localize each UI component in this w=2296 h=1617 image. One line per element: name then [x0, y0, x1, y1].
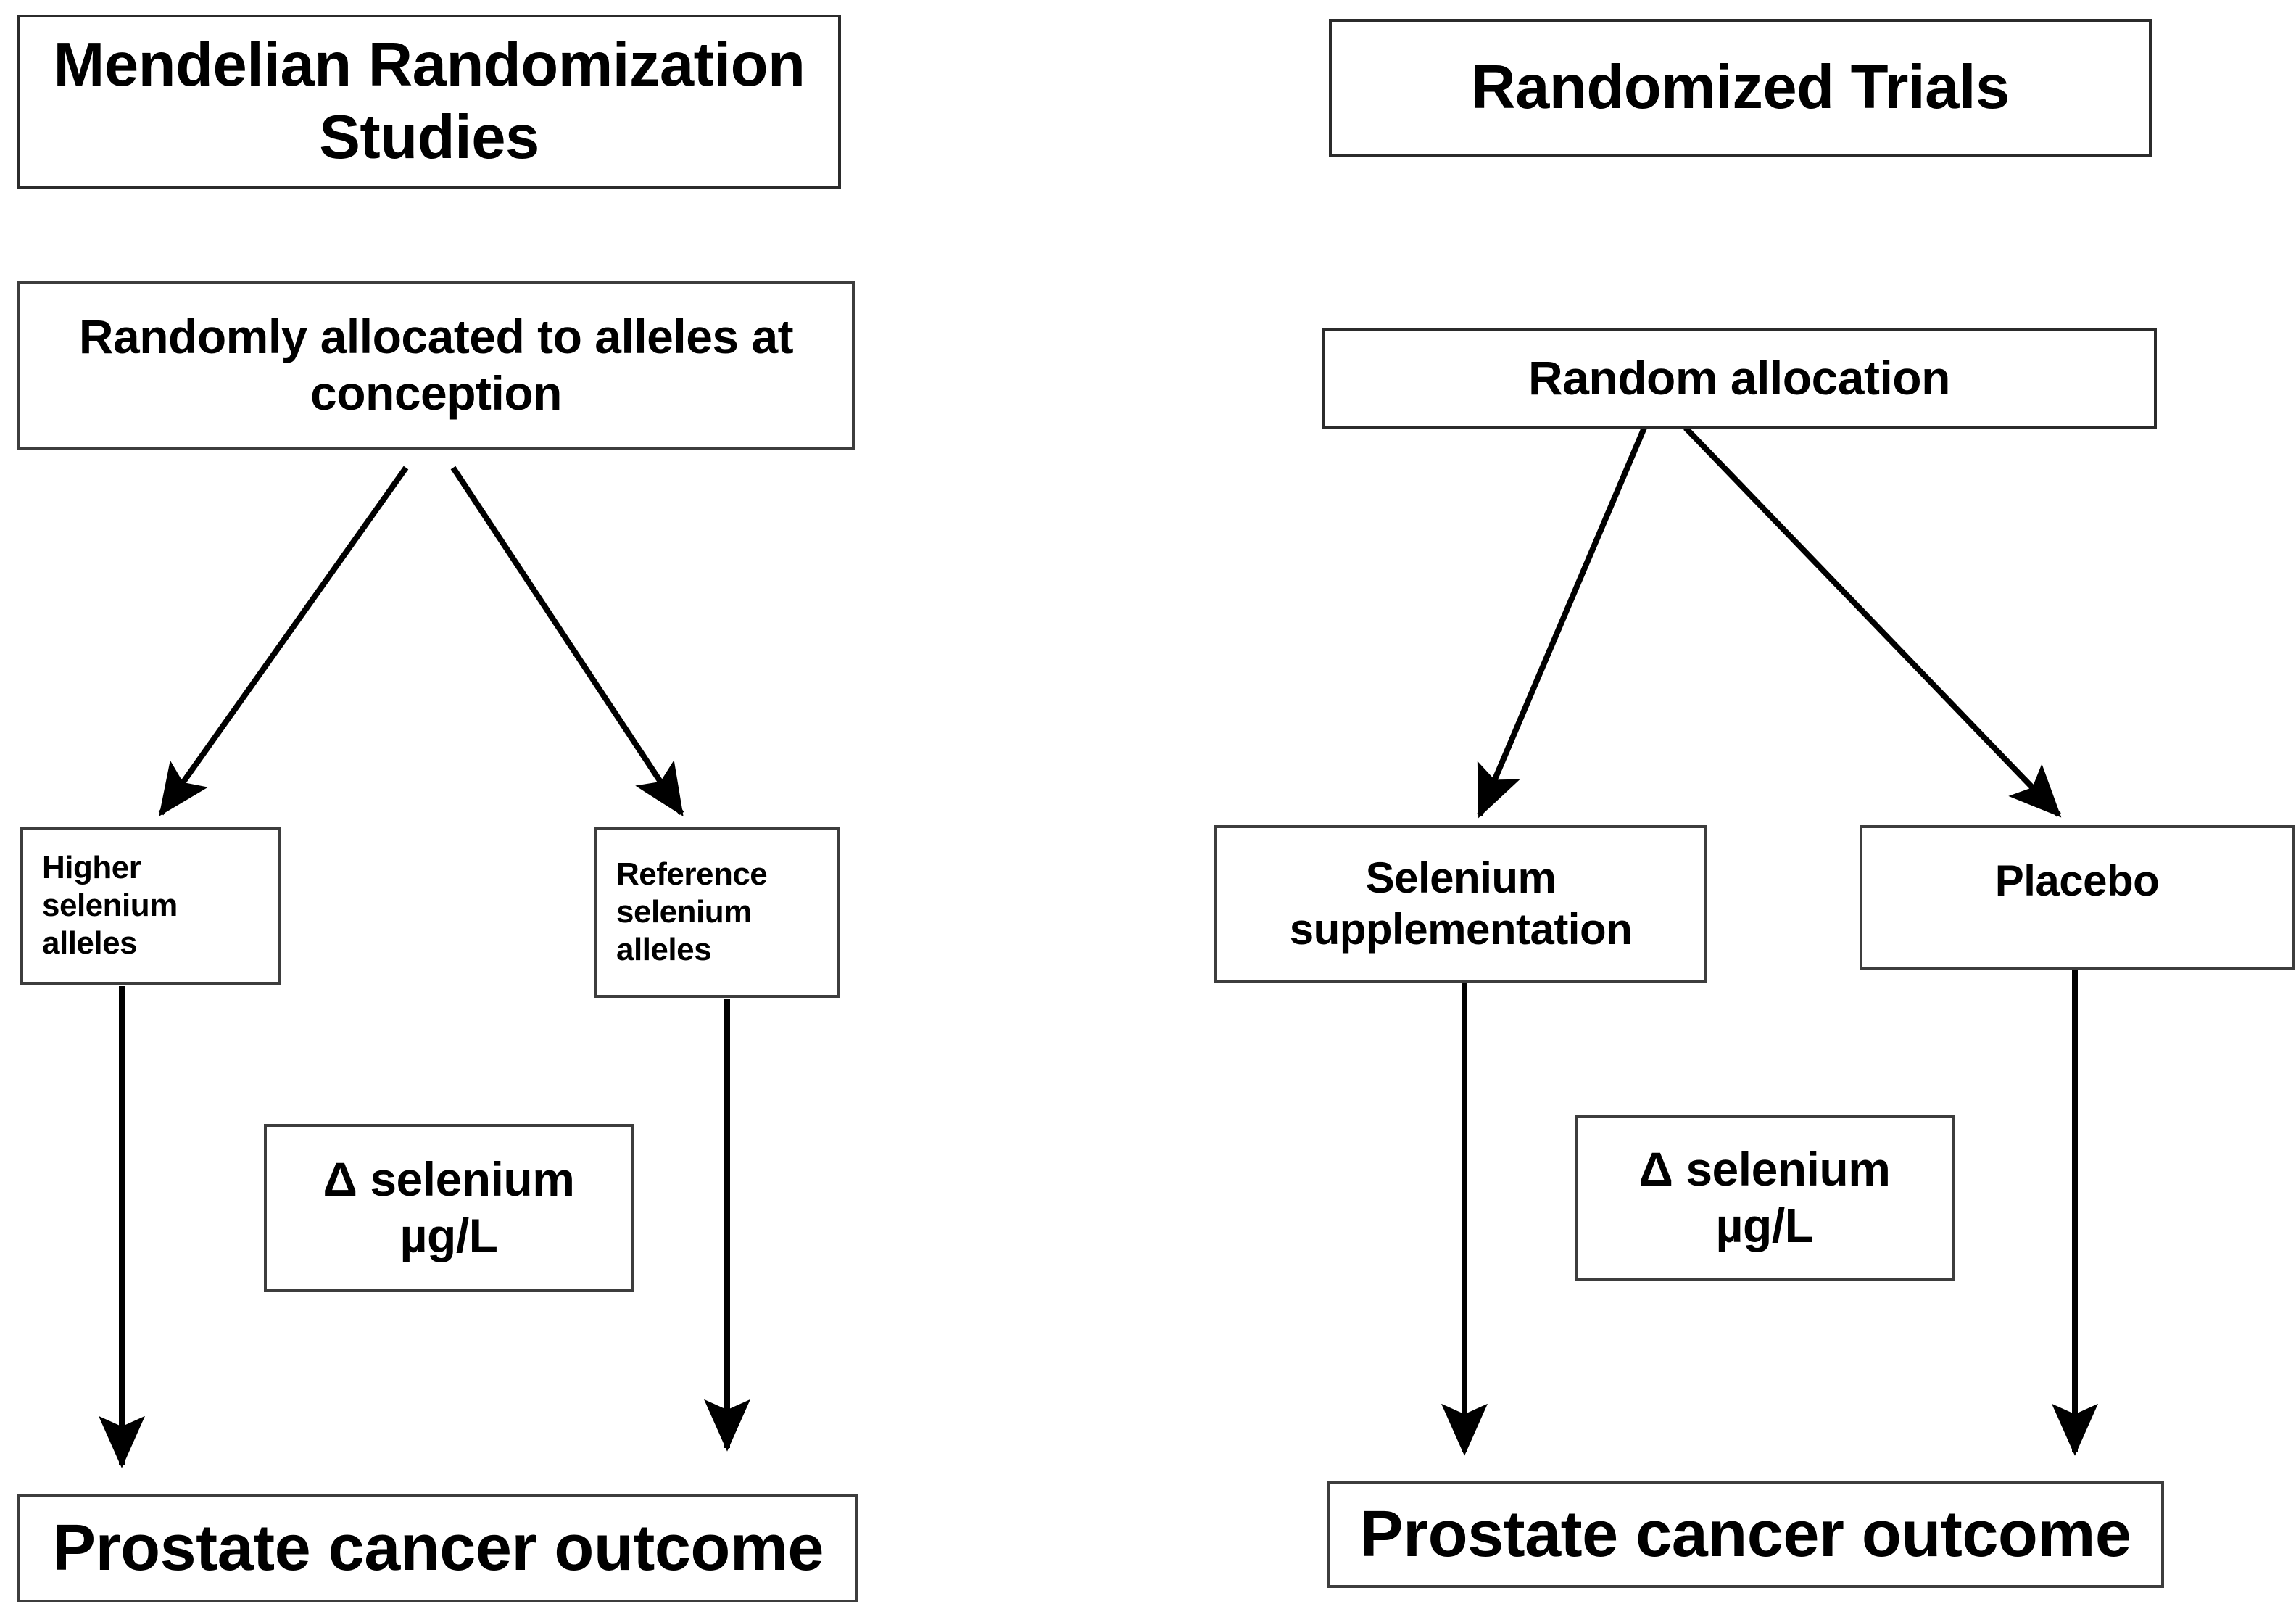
arm-placebo: Placebo	[1860, 825, 2295, 970]
arm-selenium-supplementation: Selenium supplementation	[1214, 825, 1707, 983]
arm-reference-selenium-alleles-label: Reference selenium alleles	[616, 856, 768, 967]
allocation-left: Randomly allocated to alleles at concept…	[17, 281, 855, 450]
outcome-left: Prostate cancer outcome	[17, 1494, 858, 1602]
arrow-rt-allocation-to-placebo	[1683, 426, 2062, 818]
arrow-rt-allocation-to-supplementation	[1477, 426, 1647, 819]
panel-header-label-right: Randomized Trials	[1471, 52, 2010, 122]
panel-header-mendelian-randomization: Mendelian Randomization Studies	[17, 15, 841, 189]
arrow-mr-allocation-to-reference-alleles	[450, 466, 684, 817]
arm-higher-selenium-alleles-label: Higher selenium alleles	[42, 850, 178, 961]
outcome-left-label: Prostate cancer outcome	[52, 1511, 824, 1584]
allocation-right: Random allocation	[1322, 328, 2157, 429]
panel-header-randomized-trials: Randomized Trials	[1329, 19, 2152, 157]
arm-selenium-supplementation-label: Selenium supplementation	[1289, 853, 1633, 954]
exposure-delta-selenium-right-line1: Δ selenium	[1638, 1142, 1891, 1196]
arm-reference-selenium-alleles: Reference selenium alleles	[594, 827, 840, 998]
arm-higher-selenium-alleles: Higher selenium alleles	[20, 827, 281, 985]
exposure-delta-selenium-right-line2: µg/L	[1715, 1199, 1815, 1252]
allocation-left-label: Randomly allocated to alleles at concept…	[78, 310, 794, 420]
allocation-right-label: Random allocation	[1528, 351, 1950, 405]
exposure-delta-selenium-right: Δ selenium µg/L	[1575, 1115, 1955, 1281]
outcome-right-label: Prostate cancer outcome	[1359, 1497, 2131, 1571]
panel-header-label: Mendelian Randomization Studies	[53, 30, 805, 172]
arm-placebo-label: Placebo	[1994, 856, 2160, 905]
arrow-mr-allocation-to-higher-alleles	[158, 466, 409, 816]
exposure-delta-selenium-left: Δ selenium µg/L	[264, 1124, 634, 1292]
exposure-delta-selenium-left-line2: µg/L	[399, 1209, 499, 1262]
exposure-delta-selenium-left-line1: Δ selenium	[323, 1152, 575, 1207]
outcome-right: Prostate cancer outcome	[1327, 1481, 2164, 1588]
